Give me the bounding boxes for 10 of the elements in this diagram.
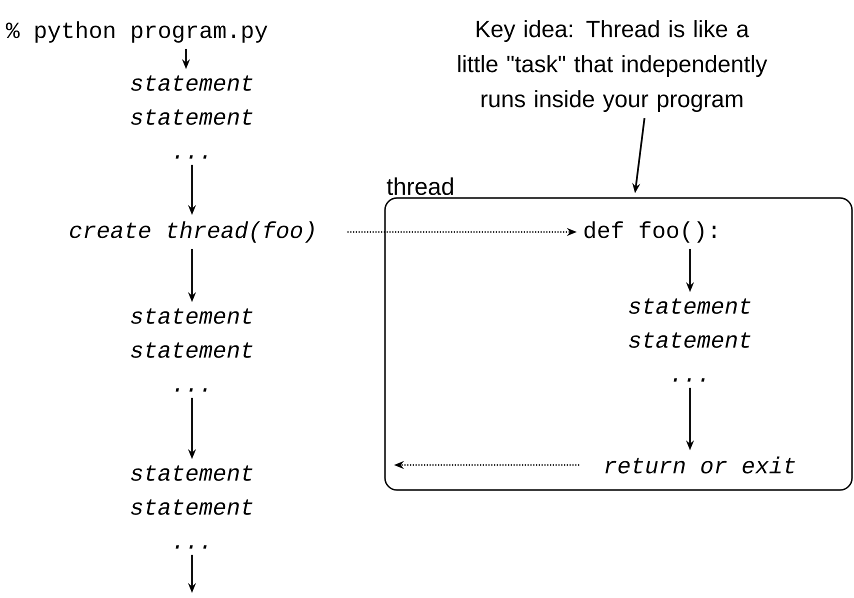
code-text: create thread(foo) <box>70 221 314 243</box>
code-text: % python program.py <box>6 21 268 43</box>
code-text: return or exit <box>606 456 795 474</box>
note-text: Key idea: Thread is like a little "task" that independently runs inside your program <box>458 20 768 112</box>
code-text: def foo(): <box>584 221 716 243</box>
statement-text: statement statement ... <box>131 75 252 159</box>
statement-text: statement statement ... <box>131 308 252 392</box>
statement-text: statement statement ... <box>131 465 252 549</box>
statement-text: statement statement ... <box>629 298 750 382</box>
node-label: thread <box>386 177 453 196</box>
